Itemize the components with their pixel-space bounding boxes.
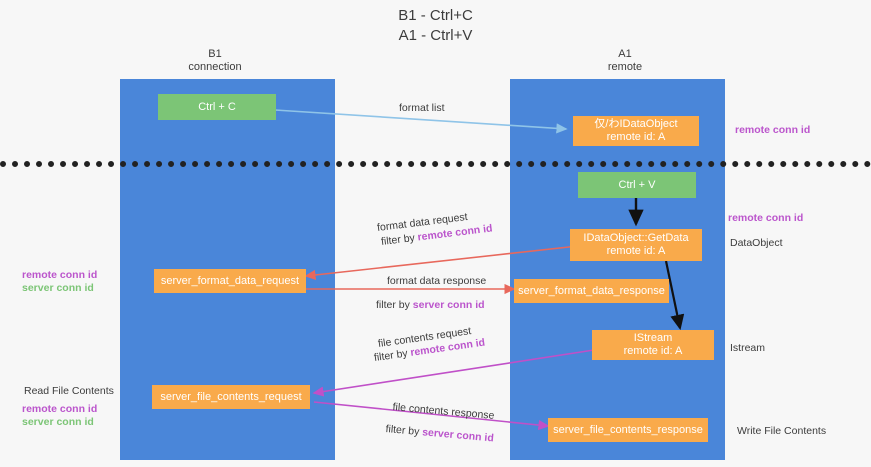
filter-prefix-2: filter by	[376, 299, 413, 311]
legend-server-conn-id-1: server conn id	[22, 282, 94, 294]
box-idataobject[interactable]: 仅/わIDataObject remote id: A	[573, 116, 699, 146]
filter-key-4: server conn id	[421, 426, 495, 445]
box-getdata-line-1: IDataObject::GetData	[583, 232, 689, 244]
box-server-file-contents-request-label: server_file_contents_request	[160, 390, 302, 403]
filter-prefix-3: filter by	[373, 347, 412, 365]
lane-header-b1-subtitle: connection	[188, 61, 242, 73]
edge-label-format-list: format list	[399, 102, 445, 114]
side-label-istream: Istream	[730, 342, 766, 354]
title-line-2: A1 - Ctrl+V	[398, 27, 473, 44]
box-server-file-contents-response[interactable]: server_file_contents_response	[548, 418, 708, 442]
box-ctrl-c[interactable]: Ctrl + C	[158, 94, 276, 120]
lane-header-a1-subtitle: remote	[607, 61, 643, 73]
legend-remote-conn-id-1: remote conn id	[22, 269, 98, 281]
edge-label-file-contents-response-filter: filter by server conn id	[385, 422, 494, 445]
side-label-remote-conn-id-mid: remote conn id	[728, 212, 804, 224]
box-istream-line-1: IStream	[633, 332, 673, 344]
box-idataobject-line-2: remote id: A	[606, 131, 666, 143]
filter-prefix-4: filter by	[385, 423, 423, 439]
filter-key-2: server conn id	[412, 299, 485, 311]
side-label-dataobject: DataObject	[730, 237, 783, 249]
box-ctrl-v-label: Ctrl + V	[618, 178, 656, 191]
box-idataobject-line-1: 仅/わIDataObject	[594, 118, 678, 130]
diagram-title: B1 - Ctrl+C A1 - Ctrl+V	[0, 6, 871, 46]
phase-divider	[0, 161, 871, 167]
box-server-format-data-response-label: server_format_data_response	[518, 284, 665, 297]
lane-header-a1: A1 remote	[555, 48, 695, 74]
lane-header-b1: B1 connection	[145, 48, 285, 74]
legend-server-conn-id-2: server conn id	[22, 416, 94, 428]
box-istream-line-2: remote id: A	[623, 345, 683, 357]
legend-read-file-contents: Read File Contents	[24, 385, 114, 397]
box-getdata-line-2: remote id: A	[606, 245, 666, 257]
box-ctrl-c-label: Ctrl + C	[198, 100, 236, 113]
edge-label-file-contents-response: file contents response	[392, 401, 495, 422]
box-ctrl-v[interactable]: Ctrl + V	[578, 172, 696, 198]
box-server-format-data-request-label: server_format_data_request	[160, 274, 300, 287]
box-server-format-data-response[interactable]: server_format_data_response	[514, 279, 669, 303]
side-label-remote-conn-id-top: remote conn id	[735, 124, 811, 136]
lane-header-b1-title: B1	[208, 48, 222, 60]
side-label-write-file-contents: Write File Contents	[737, 425, 827, 437]
box-server-file-contents-response-label: server_file_contents_response	[553, 423, 703, 436]
box-istream[interactable]: IStream remote id: A	[592, 330, 714, 360]
box-getdata[interactable]: IDataObject::GetData remote id: A	[570, 229, 702, 261]
title-line-1: B1 - Ctrl+C	[398, 7, 473, 24]
box-server-file-contents-request[interactable]: server_file_contents_request	[152, 385, 310, 409]
legend-remote-conn-id-2: remote conn id	[22, 403, 98, 415]
box-server-format-data-request[interactable]: server_format_data_request	[154, 269, 306, 293]
filter-prefix-1: filter by	[380, 231, 419, 249]
edge-label-format-data-response-filter: filter by server conn id	[376, 298, 485, 312]
lane-header-a1-title: A1	[618, 48, 632, 60]
edge-label-format-data-response: format data response	[387, 275, 487, 287]
